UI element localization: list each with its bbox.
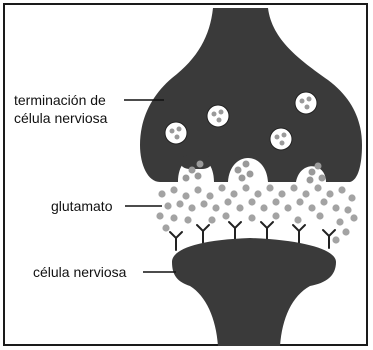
label-postsynaptic-cell: célula nerviosa xyxy=(33,263,126,281)
vesicle xyxy=(165,122,187,144)
label-presynaptic-line2: célula nerviosa xyxy=(14,109,134,127)
label-glutamato: glutamato xyxy=(51,197,112,215)
release-sites xyxy=(180,155,212,169)
postsynaptic-cell xyxy=(172,238,336,346)
presynaptic-terminal xyxy=(140,8,362,182)
vesicle xyxy=(295,92,317,114)
vesicle xyxy=(207,105,229,127)
vesicle xyxy=(270,128,292,150)
label-presynaptic-terminal: terminación de célula nerviosa xyxy=(14,91,134,127)
label-presynaptic-line1: terminación de xyxy=(14,91,134,109)
